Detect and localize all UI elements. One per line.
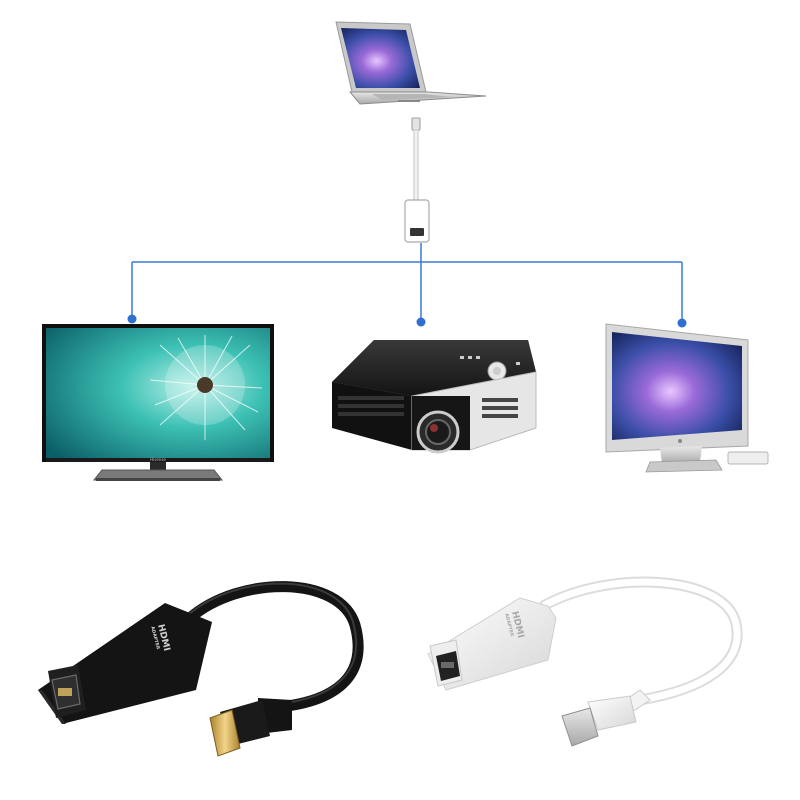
mini-displayport-to-hdmi-adapter-icon [404, 117, 430, 243]
laptop-icon [335, 21, 487, 105]
white-adapter-sublabel: ADAPTER [503, 613, 515, 638]
tv-icon: Hisense [42, 324, 274, 481]
monitor-icon [605, 323, 769, 473]
white-adapter-photo: HDMI ADAPTER [427, 576, 743, 747]
black-adapter-photo: HDMI ADAPTER [38, 581, 364, 757]
tv-brand-label: Hisense [150, 457, 166, 462]
projector-icon [332, 340, 537, 454]
black-adapter-sublabel: ADAPTER [149, 626, 161, 651]
connector-dot-monitor [677, 318, 687, 328]
connector-dot-tv [127, 314, 137, 324]
dandelion-image [149, 335, 263, 440]
connector-lines [127, 243, 687, 328]
connector-dot-projector [416, 317, 426, 327]
